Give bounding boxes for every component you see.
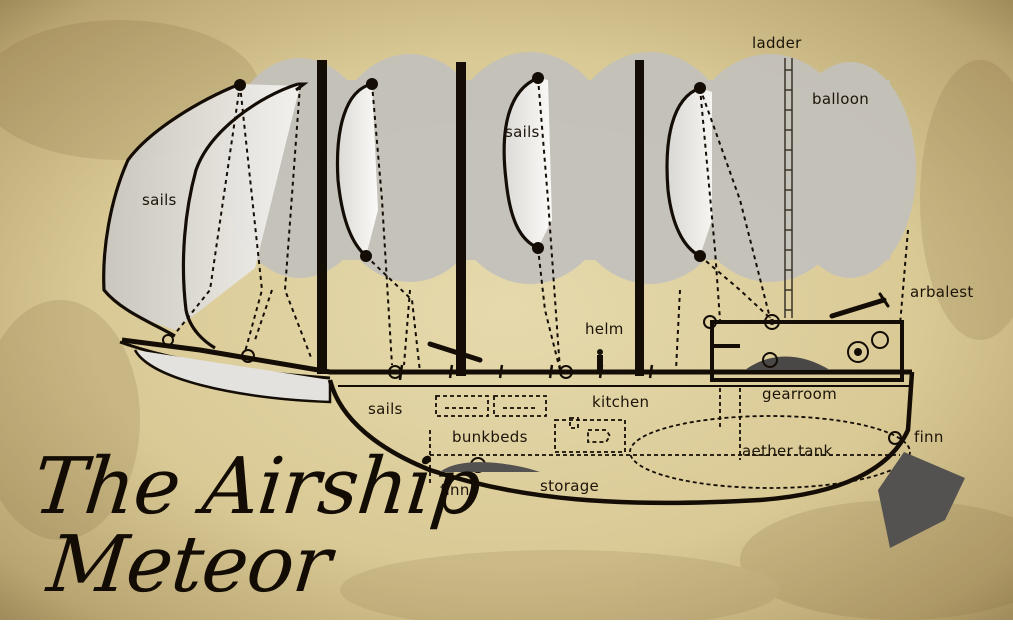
label-aether-tank: aether tank bbox=[742, 442, 833, 460]
label-helm: helm bbox=[585, 320, 624, 338]
label-sails-lower: sails bbox=[368, 400, 403, 418]
fin-left bbox=[440, 462, 540, 472]
arbalest-icon bbox=[427, 292, 890, 363]
rigging bbox=[169, 77, 909, 373]
sail-three bbox=[504, 78, 552, 248]
pulley-icon bbox=[360, 250, 372, 262]
label-ladder: ladder bbox=[752, 34, 802, 52]
sail-left-rope-2 bbox=[181, 82, 299, 350]
label-sails-left: sails bbox=[142, 191, 177, 209]
label-kitchen: kitchen bbox=[592, 393, 650, 411]
interior-rooms bbox=[429, 388, 911, 489]
gear-icons bbox=[162, 314, 902, 473]
label-finn-left: finn bbox=[440, 481, 470, 499]
map-title-line-1: The Airship bbox=[29, 442, 485, 532]
sail-left-large bbox=[103, 84, 300, 330]
masts bbox=[317, 60, 644, 376]
map-title-line-2: Meteor bbox=[43, 520, 335, 610]
label-finn-right: finn bbox=[914, 428, 944, 446]
label-gearroom: gearroom bbox=[762, 385, 838, 403]
label-storage: storage bbox=[540, 477, 600, 495]
sail-two bbox=[337, 84, 378, 256]
helm-figure bbox=[597, 349, 603, 371]
label-balloon: balloon bbox=[812, 90, 870, 108]
label-bunkbeds: bunkbeds bbox=[452, 428, 528, 446]
sail-left-rope bbox=[102, 82, 241, 338]
sail-four bbox=[667, 88, 712, 256]
gearroom-box bbox=[710, 320, 904, 382]
ladder bbox=[784, 58, 793, 318]
gondola-hull bbox=[119, 337, 915, 506]
fin-right bbox=[878, 452, 965, 548]
label-sails-mid: sails bbox=[505, 123, 540, 141]
label-arbalest: arbalest bbox=[910, 283, 974, 301]
